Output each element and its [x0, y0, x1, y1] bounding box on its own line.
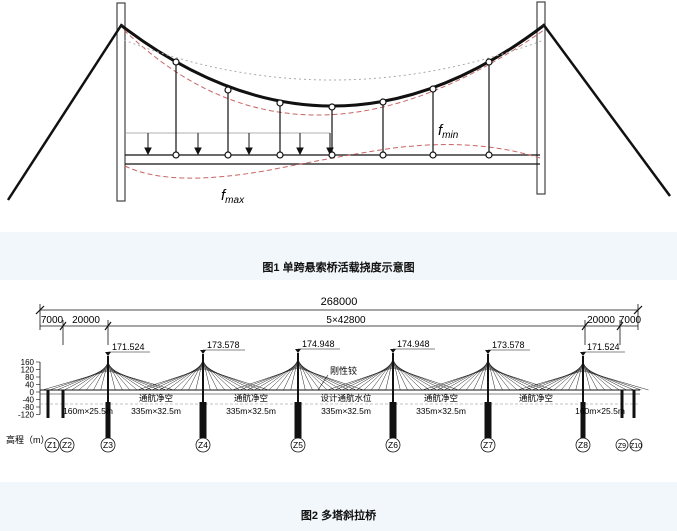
elevation-label: 高程（m）	[6, 434, 50, 445]
clearance-labels: 通航净空 通航净空 设计通航水位 通航净空 通航净空 160m×25.5m 335m×32.…	[63, 393, 625, 416]
caption-band-1	[0, 232, 677, 280]
main-cable	[121, 24, 544, 108]
y-tick-label: -80	[22, 403, 34, 412]
tower-top-elevation: 173.578	[207, 340, 240, 350]
side-right-inner: 20000	[587, 315, 615, 326]
side-left-inner: 20000	[72, 315, 100, 326]
right-backstay	[541, 23, 672, 197]
multi-tower-cable-stayed-diagram: 268000 7000 20000 5×42800 20000 7000 160…	[6, 296, 649, 453]
reference-cable	[123, 39, 545, 81]
suspension-bridge-diagram: fmin fmax	[6, 1, 672, 206]
side-right-outer: 7000	[619, 315, 642, 326]
right-tower	[536, 1, 546, 195]
fmax-label: fmax	[221, 187, 245, 206]
pier-label: Z10	[630, 443, 642, 450]
y-tick-label: 80	[25, 373, 34, 382]
clearance-label: 通航净空	[424, 393, 458, 403]
clearance-label: 设计通航水位	[320, 393, 372, 403]
y-tick-label: 40	[25, 381, 34, 390]
pier-marker	[59, 437, 75, 453]
tower-top-elevation: 174.948	[302, 339, 335, 349]
caption-band-2	[0, 482, 677, 531]
pier-z9	[620, 390, 624, 418]
tower-top-elevation: 174.948	[397, 339, 430, 349]
clearance-dimension: 160m×25.5m	[575, 406, 625, 416]
tower-5: 173.578	[422, 340, 554, 438]
y-tick-label: 0	[30, 388, 35, 397]
total-length: 268000	[321, 296, 358, 308]
clearance-dimension: 335m×32.5m	[131, 406, 181, 416]
deflected-cable	[123, 29, 545, 116]
tower-top-elevation: 171.524	[587, 342, 620, 352]
pier-z2	[61, 390, 65, 418]
pier-marker	[44, 437, 60, 453]
main-spans: 5×42800	[326, 315, 366, 326]
pier-marker	[480, 437, 496, 453]
hangers	[172, 58, 493, 159]
clearance-label: 通航净空	[234, 393, 268, 403]
pier-marker	[575, 437, 591, 453]
pier-label: Z2	[62, 440, 72, 450]
clearance-dimension: 335m×32.5m	[416, 406, 466, 416]
pier-label: Z5	[293, 440, 303, 450]
y-tick-label: -40	[22, 396, 34, 405]
left-tower	[116, 2, 126, 202]
tower-4: 174.948	[327, 339, 459, 438]
clearance-dimension: 160m×25.5m	[63, 406, 113, 416]
left-backstay	[6, 23, 124, 201]
tower-1: 171.524	[42, 342, 174, 438]
figure-2-cable-stayed-bridge: 268000 7000 20000 5×42800 20000 7000 160…	[0, 290, 677, 505]
y-tick-label: 120	[21, 366, 35, 375]
pier-label: Z4	[198, 440, 208, 450]
tower-2: 173.578	[137, 340, 269, 438]
towers-group: 171.524 173.578 174.948 174.948 173.578 171.5…	[42, 339, 649, 438]
figure-1-suspension-bridge: fmin fmax	[0, 0, 677, 232]
fmin-label: fmin	[438, 122, 459, 141]
rigid-hinge-label: 刚性铰	[330, 365, 357, 376]
pier-marker	[615, 438, 629, 452]
tower-6: 171.524	[517, 342, 649, 438]
deflected-deck	[124, 144, 541, 179]
pier-marker	[385, 437, 401, 453]
tower-3: 174.948	[232, 339, 364, 438]
pier-z1	[46, 390, 50, 418]
pier-label: Z3	[103, 440, 113, 450]
pier-label: Z1	[47, 440, 57, 450]
pier-marker	[195, 437, 211, 453]
figure-1-caption: 图1 单跨悬索桥活载挠度示意图	[262, 262, 415, 274]
pier-labels: Z1 Z2 Z3 Z4 Z5 Z6 Z7 Z8 Z9 Z10	[44, 437, 643, 453]
y-tick-label: 160	[21, 358, 35, 367]
tower-top-elevation: 173.578	[492, 340, 525, 350]
side-left-outer: 7000	[41, 315, 64, 326]
clearance-label: 通航净空	[519, 393, 553, 403]
pier-marker	[629, 438, 643, 452]
pier-label: Z9	[618, 443, 626, 450]
figure-2-caption: 图2 多塔斜拉桥	[300, 510, 377, 522]
pier-marker	[100, 437, 116, 453]
clearance-dimension: 335m×32.5m	[321, 406, 371, 416]
pier-label: Z7	[483, 440, 493, 450]
pier-marker	[290, 437, 306, 453]
pier-label: Z8	[578, 440, 588, 450]
clearance-label: 通航净空	[139, 393, 173, 403]
y-tick-label: -120	[18, 411, 35, 420]
pier-label: Z6	[388, 440, 398, 450]
live-load-arrows	[144, 133, 334, 156]
clearance-dimension: 335m×32.5m	[226, 406, 276, 416]
tower-top-elevation: 171.524	[112, 342, 145, 352]
pier-z10	[632, 390, 636, 418]
